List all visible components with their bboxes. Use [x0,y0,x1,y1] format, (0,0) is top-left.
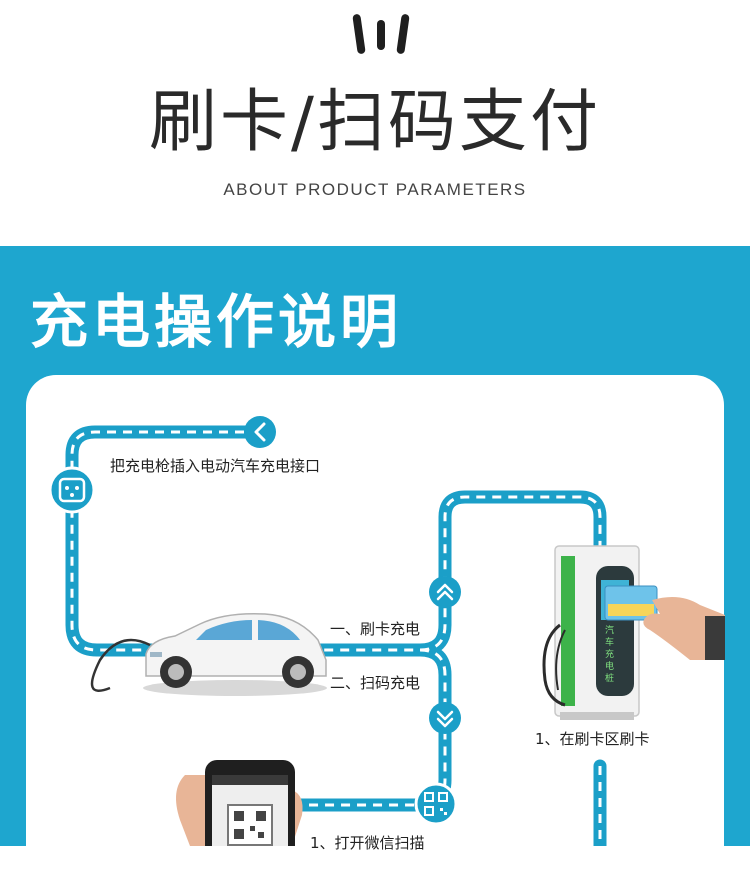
charging-cable [90,638,151,692]
flow-path [65,425,607,846]
qr-code-icon [414,782,458,826]
phone-hand-illustration [176,760,303,846]
header-section: 刷卡/扫码支付 ABOUT PRODUCT PARAMETERS [0,0,750,245]
charging-card-hand [604,585,725,660]
flow-diagram [48,416,725,846]
page-subtitle: ABOUT PRODUCT PARAMETERS [223,180,527,199]
chevron-up-icon [429,576,461,608]
page-title: 刷卡/扫码支付 [149,83,601,162]
section-heading: 充电操作说明 [30,288,403,356]
step-swipe-area-label: 1、在刷卡区刷卡 [535,730,650,748]
chevron-down-icon [429,702,461,734]
chevron-left-icon [244,416,276,448]
step-scan-charge-label: 二、扫码充电 [330,674,421,692]
charger-screen-text: 汽车充电桩 [605,626,615,684]
step-open-wechat-label: 1、打开微信扫描 [310,834,425,852]
charging-socket-icon [48,466,96,514]
step-plug-in-label: 把充电枪插入电动汽车充电接口 [110,457,321,475]
section-numeral-three [352,13,410,58]
step-card-charge-label: 一、刷卡充电 [330,620,421,638]
charging-station-illustration [542,545,640,720]
electric-car-illustration [143,612,327,696]
